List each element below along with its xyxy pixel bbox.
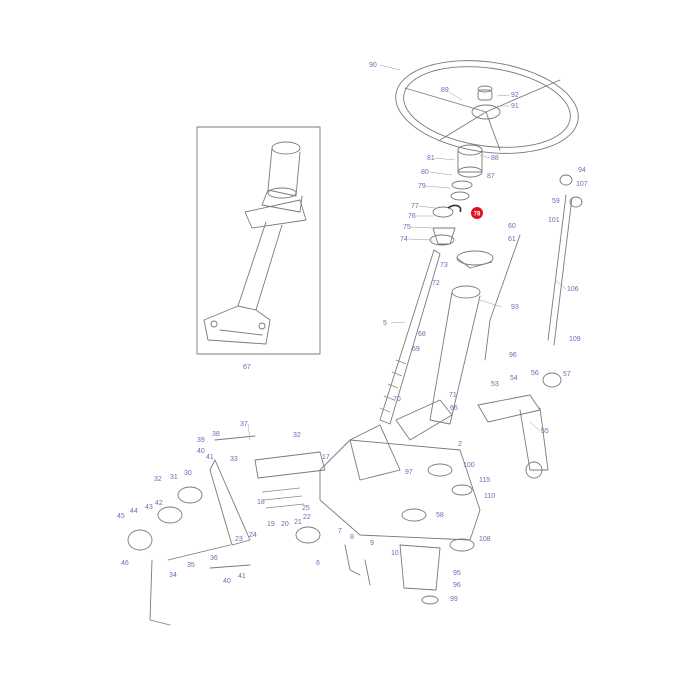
label-96b: 96: [509, 352, 517, 359]
label-42: 42: [155, 500, 163, 507]
label-96a: 96: [453, 582, 461, 589]
label-34: 34: [169, 572, 177, 579]
label-76: 76: [408, 213, 416, 220]
part-labels: 90 89 92 91 88 87 81 80 79 77 76 75 74 7…: [117, 62, 588, 603]
label-101: 101: [548, 217, 560, 224]
label-115: 115: [479, 477, 490, 484]
label-106: 106: [567, 286, 579, 293]
label-87: 87: [487, 173, 495, 180]
label-80: 80: [421, 169, 429, 176]
label-46: 46: [121, 560, 129, 567]
label-70: 70: [393, 396, 401, 403]
label-2: 2: [458, 441, 462, 448]
label-97: 97: [405, 469, 413, 476]
label-107: 107: [576, 181, 588, 188]
label-7: 7: [338, 528, 342, 535]
label-89: 89: [441, 87, 449, 94]
label-74: 74: [400, 236, 408, 243]
label-43: 43: [145, 504, 153, 511]
steering-wheel: [395, 60, 579, 154]
label-40a: 40: [197, 448, 205, 455]
label-67: 67: [243, 364, 251, 371]
label-18: 18: [257, 499, 265, 506]
label-94: 94: [578, 167, 586, 174]
label-9: 9: [370, 540, 374, 547]
label-60: 60: [508, 223, 516, 230]
label-88: 88: [491, 155, 499, 162]
label-37: 37: [240, 421, 248, 428]
left-worm-assembly: [127, 435, 371, 626]
label-109: 109: [569, 336, 581, 343]
label-6: 6: [316, 560, 320, 567]
label-72: 72: [432, 280, 440, 287]
label-93: 93: [511, 304, 519, 311]
label-30: 30: [184, 470, 192, 477]
label-33: 33: [230, 456, 238, 463]
label-81: 81: [427, 155, 435, 162]
label-99: 99: [450, 596, 458, 603]
label-23: 23: [235, 536, 243, 543]
label-61: 61: [508, 236, 516, 243]
label-38: 38: [212, 431, 220, 438]
leader-lines: [247, 64, 567, 441]
inset-column-detail: [196, 126, 321, 355]
label-45: 45: [117, 513, 125, 520]
label-110: 110: [484, 493, 495, 500]
label-24: 24: [249, 532, 257, 539]
label-68: 68: [418, 331, 426, 338]
label-79: 79: [418, 183, 426, 190]
label-19: 19: [267, 521, 275, 528]
label-57: 57: [563, 371, 571, 378]
label-71: 71: [449, 392, 457, 399]
label-32a: 32: [293, 432, 301, 439]
upper-column-parts: [429, 144, 494, 269]
label-21: 21: [294, 519, 302, 526]
highlighted-part-78[interactable]: 78: [447, 204, 483, 219]
label-41a: 41: [206, 454, 214, 461]
label-54: 54: [510, 375, 518, 382]
label-66: 66: [450, 405, 458, 412]
label-25: 25: [302, 505, 310, 512]
label-36: 36: [210, 555, 218, 562]
label-31: 31: [170, 474, 178, 481]
label-90: 90: [369, 62, 377, 69]
label-53: 53: [491, 381, 499, 388]
label-69: 69: [412, 346, 420, 353]
label-58: 58: [436, 512, 444, 519]
label-92: 92: [511, 92, 519, 99]
label-39: 39: [197, 437, 205, 444]
label-77: 77: [411, 203, 419, 210]
steering-shaft: [379, 249, 481, 441]
label-56: 56: [531, 370, 539, 377]
steering-box-housing: [319, 424, 481, 605]
label-41b: 41: [238, 573, 246, 580]
label-95: 95: [453, 570, 461, 577]
label-44: 44: [130, 508, 138, 515]
label-8: 8: [350, 534, 354, 541]
label-73: 73: [440, 262, 448, 269]
label-91: 91: [511, 103, 519, 110]
label-5: 5: [383, 320, 387, 327]
label-35: 35: [187, 562, 195, 569]
label-75: 75: [403, 224, 411, 231]
label-17: 17: [322, 454, 330, 461]
label-10: 10: [391, 550, 399, 557]
right-linkage: [477, 174, 583, 479]
label-108: 108: [479, 536, 491, 543]
label-100: 100: [463, 462, 475, 469]
label-20: 20: [281, 521, 289, 528]
label-59: 59: [552, 198, 560, 205]
highlight-label: 78: [474, 212, 481, 218]
label-22: 22: [303, 514, 311, 521]
label-55: 55: [541, 428, 549, 435]
label-40b: 40: [223, 578, 231, 585]
label-32b: 32: [154, 476, 162, 483]
